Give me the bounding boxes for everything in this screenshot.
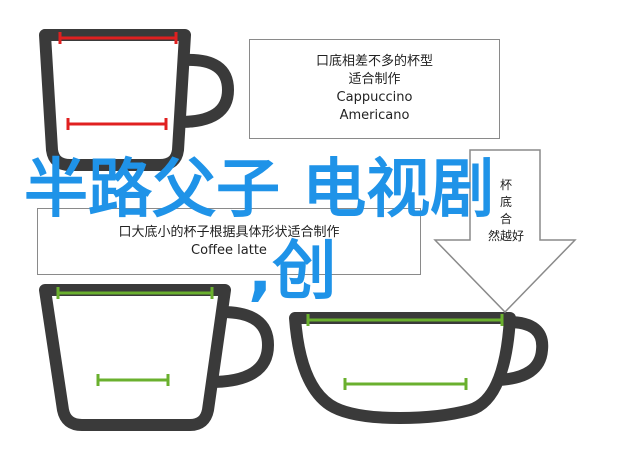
label-line: 口大底小的杯子根据具体形状适合制作 — [118, 225, 340, 240]
label-line: Americano — [339, 108, 410, 123]
label-box-straight-cup: 口底相差不多的杯型 适合制作 Cappuccino Americano — [249, 39, 500, 139]
label-line: Cappuccino — [336, 90, 413, 105]
label-line: 然越好 — [487, 229, 524, 243]
arrow-down-shape — [433, 149, 577, 314]
label-line: Coffee latte — [191, 243, 267, 258]
cup-straight-walls — [39, 29, 235, 171]
overlay-subtitle-text: ,创 — [248, 235, 337, 309]
overlay-title-text: 半路父子 电视剧 — [24, 153, 495, 227]
label-line: 适合制作 — [348, 72, 401, 87]
label-line: 合 — [499, 212, 512, 226]
label-box-latte-cup: 口大底小的杯子根据具体形状适合制作 Coffee latte — [37, 208, 421, 275]
cup-bowl — [289, 312, 549, 424]
label-line: 底 — [499, 195, 512, 209]
label-box-arrow: 杯 底 合 然越好 — [470, 167, 542, 245]
label-line: 杯 — [499, 178, 512, 192]
label-line: 口底相差不多的杯型 — [315, 54, 433, 69]
cup-wide-top-narrow-bottom — [39, 284, 275, 431]
